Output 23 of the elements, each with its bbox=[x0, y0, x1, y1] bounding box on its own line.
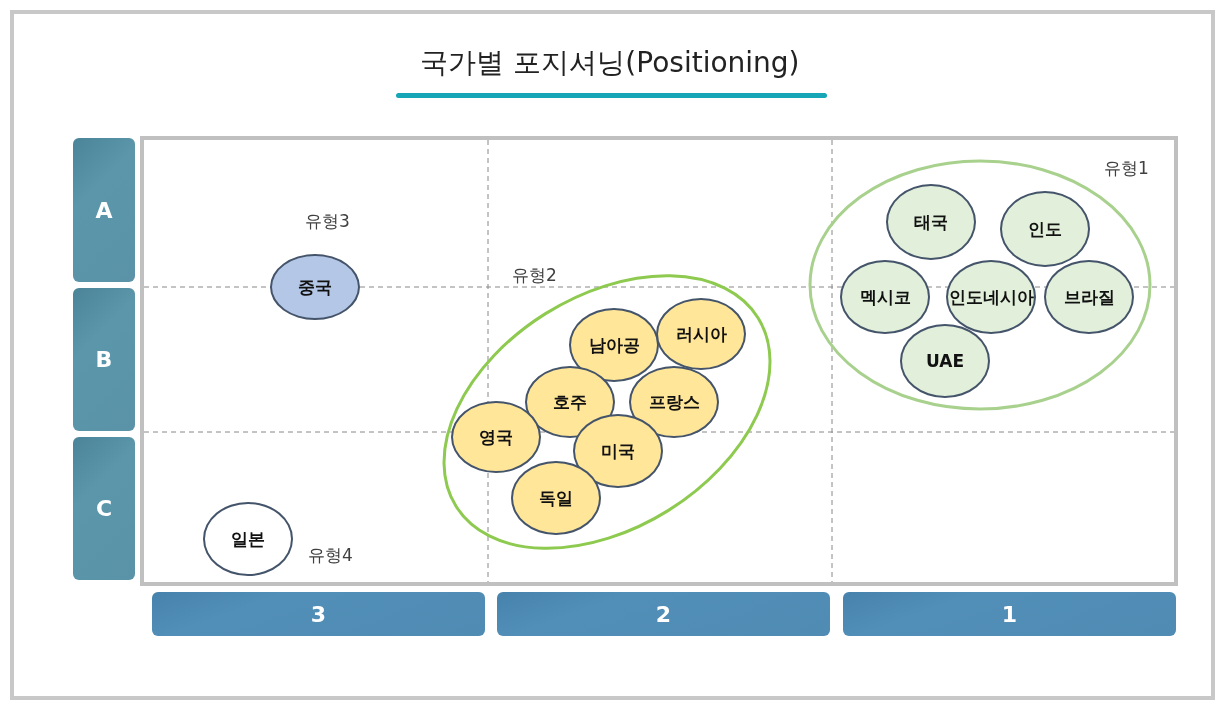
column-header-bar: 2 bbox=[497, 592, 830, 636]
row-header-bar: C bbox=[73, 437, 135, 580]
country-bubble: 남아공 bbox=[569, 308, 659, 382]
column-header-bar: 1 bbox=[843, 592, 1176, 636]
country-bubble: 러시아 bbox=[656, 298, 746, 370]
country-bubble: 브라질 bbox=[1044, 260, 1134, 334]
group-label: 유형2 bbox=[512, 264, 557, 287]
country-bubble: 중국 bbox=[270, 254, 360, 320]
type-label: 유형4 bbox=[308, 544, 353, 567]
country-bubble: 일본 bbox=[203, 502, 293, 576]
country-bubble: 태국 bbox=[886, 184, 976, 260]
group-label: 유형1 bbox=[1104, 157, 1149, 180]
row-header-bar: B bbox=[73, 288, 135, 431]
country-bubble: 멕시코 bbox=[840, 260, 930, 334]
title: 국가별 포지셔닝(Positioning) bbox=[419, 45, 801, 81]
country-bubble: 영국 bbox=[451, 401, 541, 473]
country-bubble: UAE bbox=[900, 324, 990, 398]
country-bubble: 인도네시아 bbox=[946, 260, 1036, 334]
row-header-bar: A bbox=[73, 138, 135, 282]
column-header-bar: 3 bbox=[152, 592, 485, 636]
country-bubble: 인도 bbox=[1000, 191, 1090, 267]
type-label: 유형3 bbox=[305, 210, 350, 233]
country-bubble: 독일 bbox=[511, 461, 601, 535]
